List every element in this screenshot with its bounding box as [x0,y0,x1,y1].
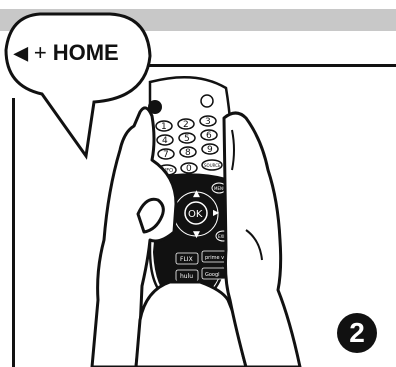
plus-sign: + [34,40,47,66]
digit-key: 6 [206,131,212,141]
digit-key: 3 [205,117,211,127]
digit-key: 5 [184,134,190,144]
up-arrow-icon: ▲ [193,189,200,199]
right-arrow-icon: ▶ [213,208,220,217]
instruction-label: ◀ + HOME [14,40,119,66]
digit-key: 0 [186,164,192,174]
hulu-label: hulu [180,273,193,280]
step-number-badge: 2 [337,313,377,353]
digit-key: 2 [183,120,189,130]
digit-key: 9 [207,145,213,155]
netflix-label: FLIX [180,256,193,263]
digit-key: 1 [161,122,167,132]
google-label: Googl [205,272,220,278]
source-key: SOURCE [204,163,221,168]
ok-label: OK [188,209,203,220]
back-arrow-icon: ◀ [14,43,28,64]
digit-key: 7 [163,150,169,160]
home-label: HOME [53,40,119,66]
digit-key: 4 [162,136,168,146]
digit-key: 8 [185,148,191,158]
down-arrow-icon: ▼ [193,230,200,240]
